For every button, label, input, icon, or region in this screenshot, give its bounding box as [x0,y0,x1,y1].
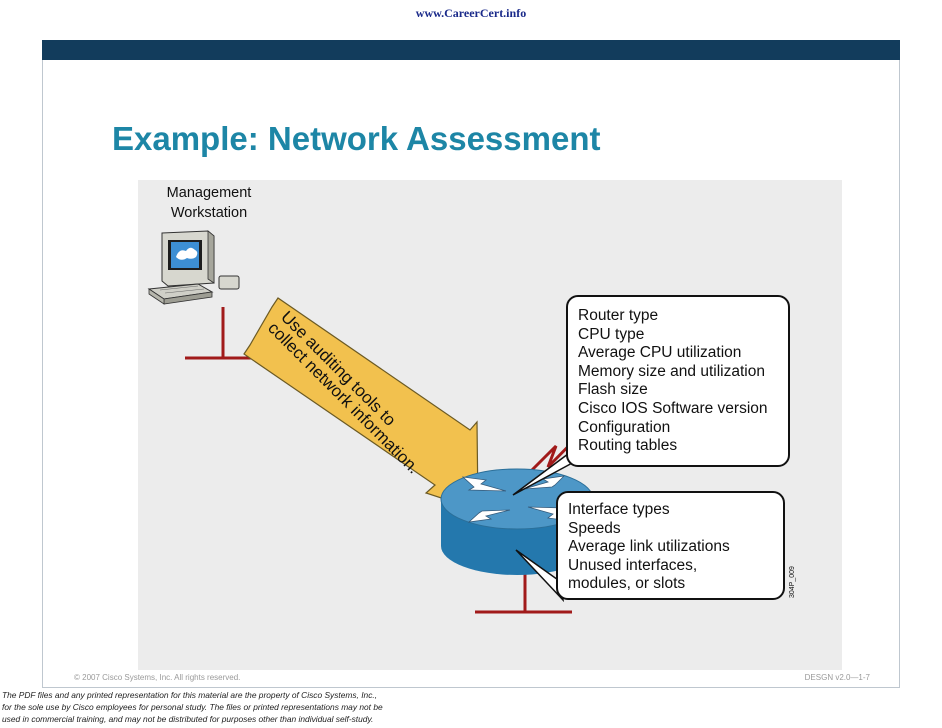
disclaimer-line: used in commercial training, and may not… [2,714,374,724]
callout-item: Router type [578,307,659,324]
workstation-label-line1: Management [166,185,252,201]
interface-info-callout: Interface types Speeds Average link util… [556,491,785,600]
callout-item: Memory size and utilization [578,362,765,380]
workstation-label: Management Workstation [138,183,280,223]
router-icon [440,468,594,575]
callout-item: Configuration [578,418,671,436]
callout-item: Speeds [568,519,621,537]
callout-item: Average link utilizations [568,538,730,556]
callout-item: Flash size [578,381,648,399]
diagram-graphics: Use auditing tools to collect network in… [147,230,601,614]
figure-code: 304P_009 [789,566,796,598]
disclaimer-line: The PDF files and any printed representa… [2,690,378,700]
callout-item: Routing tables [578,437,678,455]
workstation-label-line2: Workstation [170,205,248,221]
page-code: DESGN v2.0—1-7 [804,673,870,682]
callout-item: modules, or slots [568,575,686,593]
slide-border [899,60,900,688]
callout-item: Cisco IOS Software version [578,399,768,417]
slide-top-bar [42,40,900,60]
disclaimer: The PDF files and any printed representa… [2,689,522,725]
disclaimer-line: for the sole use by Cisco employees for … [2,702,383,712]
header-url[interactable]: www.CareerCert.info [415,6,527,20]
router-info-callout: Router type CPU type Average CPU utiliza… [566,295,790,467]
callout-item: Interface types [568,501,670,518]
network-diagram: Use auditing tools to collect network in… [138,180,842,670]
callout-item: CPU type [578,325,645,343]
callout-item: Average CPU utilization [578,344,742,362]
slide-title: Example: Network Assessment [112,120,601,157]
workstation-icon [147,230,240,305]
slide: Example: Network Assessment U [42,40,900,688]
slide-border [42,687,900,688]
slide-border [42,60,43,688]
callout-item: Unused interfaces, [568,556,698,574]
copyright-text: © 2007 Cisco Systems, Inc. All rights re… [74,673,241,682]
